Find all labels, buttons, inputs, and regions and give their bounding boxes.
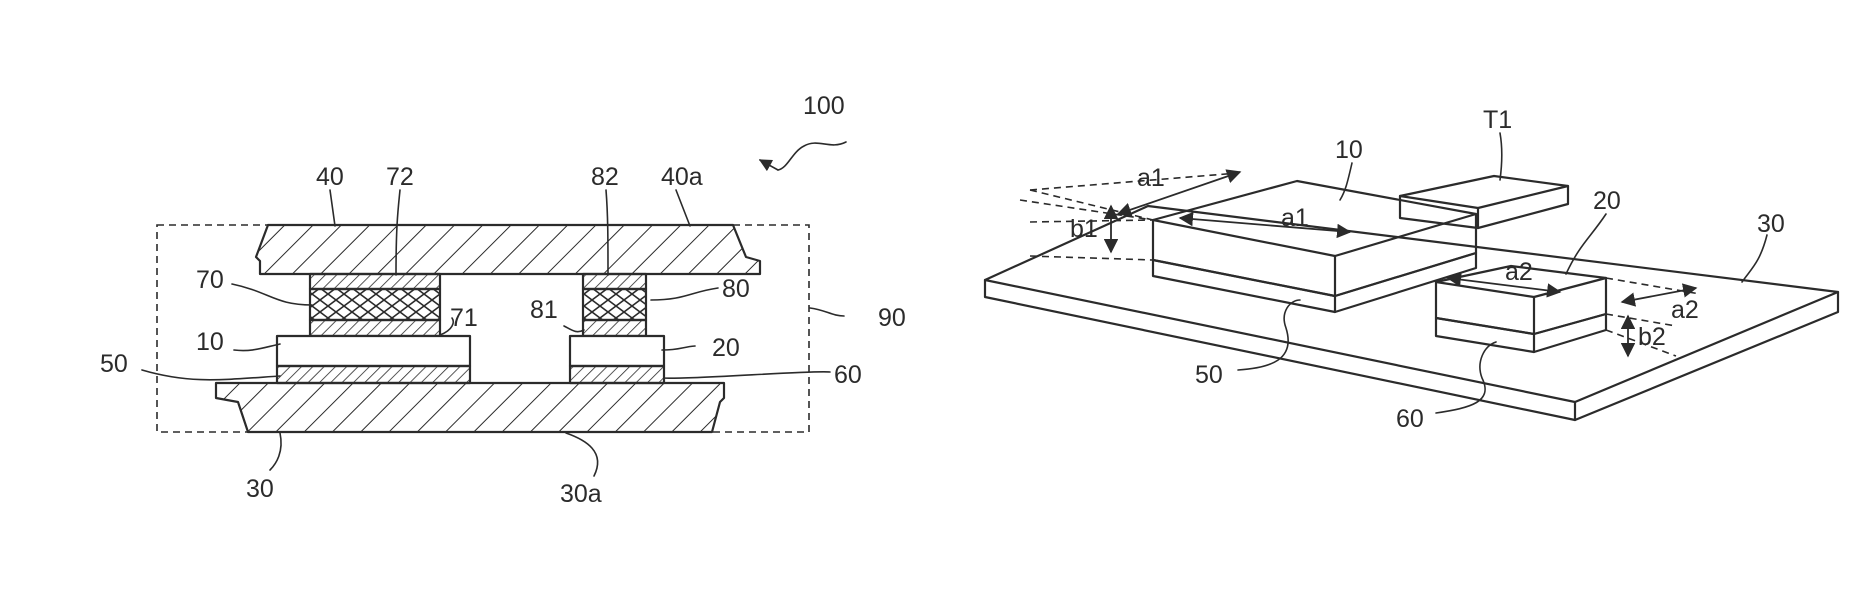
label-chip-1: 10 (196, 328, 224, 356)
label-terminal: T1 (1483, 106, 1512, 134)
label-die-bond-2-right: 60 (1396, 405, 1424, 433)
label-die-bond-2: 60 (834, 361, 862, 389)
label-width-a1-top: a1 (1281, 204, 1309, 232)
label-upper-bond-2: 82 (591, 163, 619, 191)
label-die-bond-1-right: 50 (1195, 361, 1223, 389)
lower-bond-81 (583, 320, 646, 336)
label-height-b1: b1 (1070, 215, 1098, 243)
substrate-30 (985, 206, 1838, 420)
label-chip-1-right: 10 (1335, 136, 1363, 164)
upper-bond-82 (583, 274, 646, 289)
label-width-a1-outer: a1 (1137, 164, 1165, 192)
chip-10-box (1153, 181, 1476, 296)
spacer-80 (583, 289, 646, 320)
label-enclosure: 90 (878, 304, 906, 332)
top-substrate-40 (256, 225, 760, 274)
label-spacer-2: 80 (722, 275, 750, 303)
label-width-a2-outer: a2 (1671, 296, 1699, 324)
label-bottom-substrate: 30 (246, 475, 274, 503)
label-lower-bond-2: 81 (530, 296, 558, 324)
spacer-70 (310, 289, 440, 320)
label-top-substrate-face: 40a (661, 163, 703, 191)
label-top-substrate: 40 (316, 163, 344, 191)
label-die-bond-1: 50 (100, 350, 128, 378)
right-figure: 10 T1 20 30 a1 a1 b1 a2 a2 b2 50 60 (985, 106, 1838, 433)
label-height-b2: b2 (1638, 323, 1666, 351)
lower-bond-71 (310, 320, 440, 336)
label-upper-bond-1: 72 (386, 163, 414, 191)
die-bond-60-layer (1436, 318, 1534, 352)
chip-10 (277, 336, 470, 366)
terminal-T1 (1400, 176, 1568, 228)
label-bottom-substrate-face: 30a (560, 480, 602, 508)
left-figure: 100 40 72 82 40a 70 80 71 81 90 10 20 50… (100, 92, 906, 508)
label-substrate: 30 (1757, 210, 1785, 238)
label-spacer-1: 70 (196, 266, 224, 294)
die-bond-50-layer (1153, 260, 1335, 312)
bottom-substrate-30 (216, 383, 724, 432)
label-chip-2-right: 20 (1593, 187, 1621, 215)
chip-20 (570, 336, 664, 366)
label-chip-2: 20 (712, 334, 740, 362)
die-bond-60 (570, 366, 664, 383)
die-bond-50 (277, 366, 470, 383)
upper-bond-72 (310, 274, 440, 289)
label-assembly: 100 (803, 92, 845, 120)
label-width-a2-top: a2 (1505, 258, 1533, 286)
label-lower-bond-1: 71 (450, 304, 478, 332)
